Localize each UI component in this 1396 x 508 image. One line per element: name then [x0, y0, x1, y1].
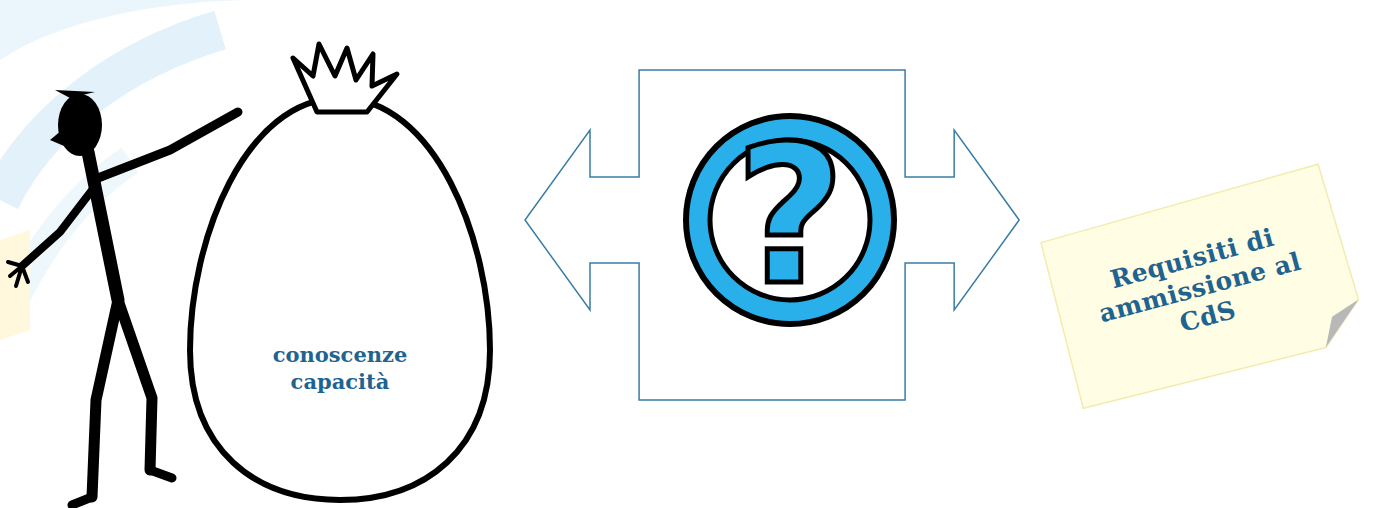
- double-arrow-connector: [525, 70, 1019, 400]
- bag-outline: [185, 40, 495, 505]
- note-fold: [1316, 299, 1368, 347]
- question-mark: ?: [710, 122, 870, 312]
- background-band: [0, 230, 30, 340]
- requirements-note: Requisiti di ammissione al CdS: [1031, 159, 1369, 415]
- knowledge-bag: conoscenze capacità: [185, 40, 495, 505]
- question-ring: [686, 116, 894, 324]
- note-sheet: [1038, 163, 1368, 412]
- bag-body: [190, 98, 490, 500]
- bag-label: conoscenze capacità: [270, 341, 410, 395]
- bag-knot: [293, 44, 397, 112]
